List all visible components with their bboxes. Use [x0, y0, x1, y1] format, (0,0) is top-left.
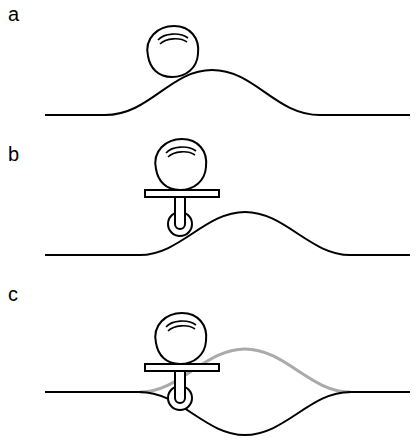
- cart: [145, 190, 219, 236]
- bump-surface: [45, 212, 410, 255]
- ball: [155, 313, 206, 364]
- dip-surface: [45, 392, 410, 435]
- panel-letter: a: [8, 4, 19, 24]
- ball: [155, 139, 206, 190]
- panel-letter: b: [8, 144, 19, 164]
- bump-surface: [45, 70, 410, 115]
- cart: [145, 364, 219, 410]
- ball: [147, 26, 198, 77]
- panel-letter: c: [8, 284, 18, 304]
